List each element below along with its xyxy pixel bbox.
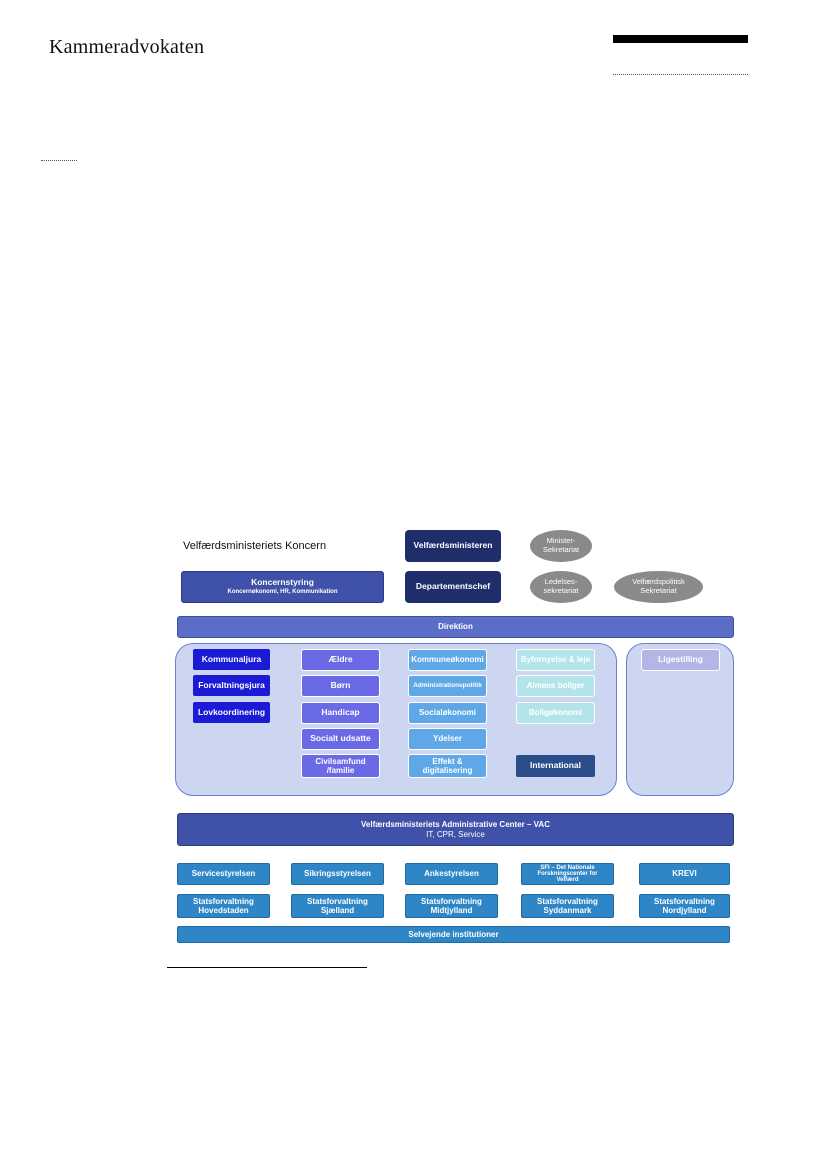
agency-servicestyrelsen: Servicestyrelsen — [177, 863, 270, 885]
unit-boern: Børn — [301, 675, 380, 697]
statsforvaltning-hovedstaden: Statsforvaltning Hovedstaden — [177, 894, 270, 918]
statsforvaltning-sjaelland: Statsforvaltning Sjælland — [291, 894, 384, 918]
koncernstyring-box: Koncernstyring Koncernøkonomi, HR, Kommu… — [181, 571, 384, 603]
agency-sfi: SFI – Det Nationale Forskningscenter for… — [521, 863, 614, 885]
unit-civilsamfund: Civilsamfund /familie — [301, 754, 380, 778]
unit-handicap: Handicap — [301, 702, 380, 724]
unit-ydelser: Ydelser — [408, 728, 487, 750]
unit-aeldre: Ældre — [301, 649, 380, 671]
unit-ligestilling: Ligestilling — [641, 649, 720, 671]
unit-almene-boliger: Almene boliger — [516, 675, 595, 697]
unit-socialt-udsatte: Socialt udsatte — [301, 728, 380, 750]
unit-boligoekonomi: Boligøkonomi — [516, 702, 595, 724]
unit-lovkoordinering: Lovkoordinering — [193, 702, 270, 723]
agency-ankestyrelsen: Ankestyrelsen — [405, 863, 498, 885]
koncernstyring-title: Koncernstyring — [251, 576, 314, 587]
unit-kommunaljura: Kommunaljura — [193, 649, 270, 670]
agency-sikringsstyrelsen: Sikringsstyrelsen — [291, 863, 384, 885]
department-head-box: Departementschef — [405, 571, 501, 603]
direktion-bar: Direktion — [177, 616, 734, 638]
statsforvaltning-syddanmark: Statsforvaltning Syddanmark — [521, 894, 614, 918]
unit-socialoekonomi: Socialøkonomi — [408, 702, 487, 724]
unit-administrationspolitik: Administrationspolitik — [408, 675, 487, 697]
kammeradvokaten-logo: Kammeradvokaten — [49, 36, 205, 58]
margin-marker-rule — [41, 160, 77, 161]
header-thick-rule — [613, 35, 748, 43]
policy-secretariat-oval: Velfærdspolitisk Sekretariat — [614, 571, 703, 603]
minister-box: Velfærdsministeren — [405, 530, 501, 562]
unit-byfornyelse: Byfornyelse & leje — [516, 649, 595, 671]
vac-subtitle: IT, CPR, Service — [426, 829, 485, 839]
leadership-secretariat-oval: Ledelses- sekretariat — [530, 571, 592, 603]
unit-kommuneoekonomi: Kommuneøkonomi — [408, 649, 487, 671]
footnote-rule — [167, 967, 367, 968]
statsforvaltning-nordjylland: Statsforvaltning Nordjylland — [639, 894, 730, 918]
vac-title: Velfærdsministeriets Administrative Cent… — [361, 820, 550, 830]
unit-effekt-digitalisering: Effekt & digitalisering — [408, 754, 487, 778]
header-dotted-rule — [613, 74, 748, 75]
unit-forvaltningsjura: Forvaltningsjura — [193, 675, 270, 696]
minister-secretariat-oval: Minister- Sekretariat — [530, 530, 592, 562]
org-chart-title: Velfærdsministeriets Koncern — [183, 540, 327, 552]
vac-bar: Velfærdsministeriets Administrative Cent… — [177, 813, 734, 846]
unit-international: International — [516, 755, 595, 777]
agency-krevi: KREVI — [639, 863, 730, 885]
selvejende-institutioner-bar: Selvejende institutioner — [177, 926, 730, 943]
koncernstyring-subtitle: Koncernøkonomi, HR, Kommunikation — [227, 589, 338, 596]
statsforvaltning-midtjylland: Statsforvaltning Midtjylland — [405, 894, 498, 918]
